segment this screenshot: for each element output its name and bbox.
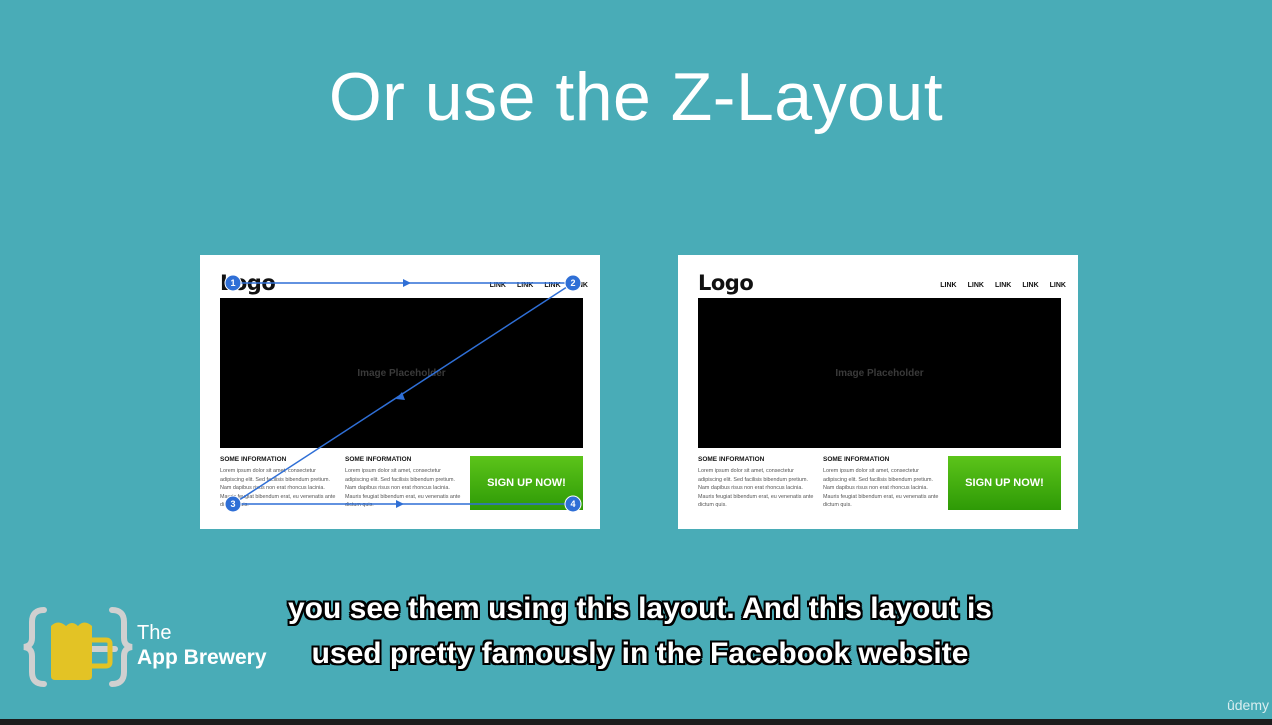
svg-text:1: 1: [230, 278, 235, 288]
info-heading: SOME INFORMATION: [220, 456, 287, 463]
video-player-bar[interactable]: [0, 719, 1272, 725]
mockup-nav-link: LINK: [967, 282, 984, 289]
mockup-nav-link: LINK: [994, 282, 1012, 289]
mockup-signup-button: SIGN UP NOW!: [948, 456, 1061, 510]
mockup-nav-link: LINK: [516, 282, 534, 289]
z-marker-3: 3: [224, 495, 242, 513]
slide-title: Or use the Z-Layout: [328, 59, 944, 135]
brand-line-1: The: [137, 622, 172, 644]
info-body: Lorem ipsum dolor sit amet, consectetur …: [345, 468, 461, 509]
app-brewery-brand: The App Brewery: [137, 621, 267, 671]
z-marker-1: 1: [224, 274, 242, 292]
video-subtitle: you see them using this layout. And this…: [140, 586, 1140, 676]
udemy-watermark: ûdemy: [1226, 697, 1269, 713]
info-heading: SOME INFORMATION: [698, 456, 765, 463]
info-body: Lorem ipsum dolor sit amet, consectetur …: [698, 468, 814, 509]
mockup-nav-link: LINK: [1022, 282, 1039, 289]
subtitle-line: used pretty famously in the Facebook web…: [311, 637, 969, 670]
arrow-icon: [396, 392, 405, 400]
arrow-icon: [403, 279, 411, 287]
mockup-logo: Logo: [698, 271, 754, 295]
mockup-nav-link: LINK: [1049, 282, 1066, 289]
mockup-info-column: SOME INFORMATION Lorem ipsum dolor sit a…: [823, 456, 941, 510]
z-marker-2: 2: [564, 274, 582, 292]
svg-text:4: 4: [570, 499, 575, 509]
mockup-nav-link: LINK: [544, 282, 561, 289]
mockup-nav-link: LINK: [940, 282, 957, 289]
mockup-signup-button: SIGN UP NOW!: [470, 456, 583, 510]
mockup-info-column: SOME INFORMATION Lorem ipsum dolor sit a…: [345, 456, 463, 510]
svg-text:2: 2: [570, 278, 575, 288]
z-marker-4: 4: [564, 495, 582, 513]
z-path-diagonal-line: [232, 282, 574, 505]
subtitle-line: you see them using this layout. And this…: [288, 592, 992, 625]
website-mockup: Logo LINK LINK LINK LINK LINK Image Plac…: [678, 255, 1078, 529]
mockup-image-placeholder: Image Placeholder: [220, 298, 583, 448]
info-heading: SOME INFORMATION: [345, 456, 412, 463]
mockup-nav-link: LINK: [489, 282, 506, 289]
mockup-info-column: SOME INFORMATION Lorem ipsum dolor sit a…: [698, 456, 816, 510]
z-layout-mockup: Logo LINK LINK LINK LINK Image Placehold…: [200, 255, 600, 529]
svg-text:3: 3: [230, 499, 235, 509]
image-placeholder-label: Image Placeholder: [835, 367, 924, 379]
mockup-image-placeholder: Image Placeholder: [698, 298, 1061, 448]
info-body: Lorem ipsum dolor sit amet, consectetur …: [823, 468, 939, 509]
image-placeholder-label: Image Placeholder: [357, 367, 446, 379]
mockup-nav: LINK LINK LINK LINK LINK: [940, 282, 1066, 289]
arrow-icon: [396, 500, 404, 508]
info-heading: SOME INFORMATION: [823, 456, 890, 463]
brand-line-2: App Brewery: [137, 646, 267, 669]
app-brewery-logo-icon: [23, 607, 133, 687]
z-path-overlay: 1 2 3 4: [224, 274, 582, 513]
